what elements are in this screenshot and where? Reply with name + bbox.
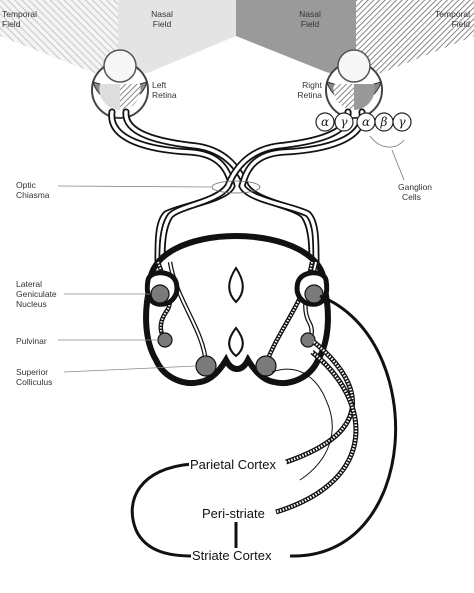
temporal-field-left xyxy=(0,0,118,36)
parietal-striate-loop xyxy=(130,462,193,558)
ganglion-symbol-2: α xyxy=(362,115,370,129)
ganglion-leader xyxy=(391,149,405,181)
pulvinar-left xyxy=(157,332,173,348)
lgn-to-striate xyxy=(289,294,398,558)
ganglion-symbol-3: β xyxy=(380,115,388,129)
ganglion-symbol-0: α xyxy=(321,115,329,129)
temporal-field-right xyxy=(356,0,474,36)
right-eye xyxy=(325,49,383,119)
visual-field-band xyxy=(0,0,474,80)
optic-nerves xyxy=(108,108,366,266)
nasal-field-left xyxy=(118,0,236,36)
ganglion-group-right: α β γ xyxy=(356,112,412,132)
ganglion-symbol-1: γ xyxy=(340,115,348,129)
ganglion-cell-groups: α γ α β γ xyxy=(315,112,412,181)
colliculus-to-pulvinar xyxy=(271,368,333,481)
ganglion-symbol-4: γ xyxy=(398,115,406,129)
ventricle-top xyxy=(228,266,244,304)
superior-colliculus-right xyxy=(255,355,277,377)
lgn-left-nucleus xyxy=(150,284,170,304)
nasal-field-right xyxy=(236,0,356,36)
lgn-right-nucleus xyxy=(304,284,324,304)
left-eye xyxy=(91,49,149,119)
thalamus-body xyxy=(143,232,331,386)
parietal-cortex-label: Parietal Cortex xyxy=(189,457,277,472)
field-wedge-left-nasal xyxy=(118,36,236,80)
ganglion-bracket xyxy=(369,135,405,148)
superior-colliculus-left xyxy=(195,355,217,377)
field-wedge-right-temporal xyxy=(356,36,474,80)
striate-cortex-label: Striate Cortex xyxy=(191,548,273,563)
cortical-projections xyxy=(130,294,398,558)
peristriate-label: Peri-striate xyxy=(201,506,266,521)
optic-chiasma-ellipse xyxy=(211,180,261,194)
pulvinar-label: Pulvinar xyxy=(16,336,47,346)
ventricle-bottom xyxy=(228,326,244,358)
leader-lines xyxy=(57,185,213,373)
field-wedge-right-nasal xyxy=(236,36,356,80)
pulvinar-right xyxy=(300,332,316,348)
field-wedge-left-temporal xyxy=(0,36,118,80)
ganglion-group-left: α γ xyxy=(315,112,354,132)
